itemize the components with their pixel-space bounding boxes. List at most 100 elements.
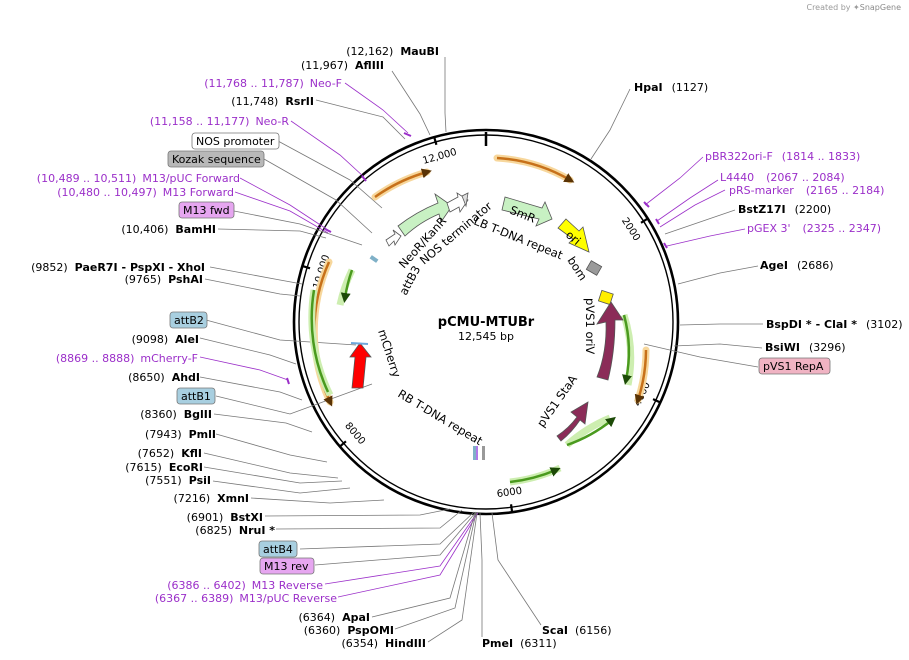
leader-alei	[199, 337, 297, 365]
site-scai: ScaI(6156)	[542, 624, 612, 637]
leader-bsiwi	[673, 343, 763, 349]
tick-mark	[640, 217, 650, 224]
feature-bom: bom	[564, 254, 590, 283]
leader-kfli	[203, 452, 339, 479]
rb-tdna-mark-blue	[473, 446, 476, 460]
mark-pgex	[663, 242, 668, 249]
attb3-mark	[369, 255, 379, 263]
leader-pmei	[479, 512, 483, 637]
box-attb2: attB2	[174, 314, 204, 327]
snapgene-logo-icon: ✦	[853, 3, 860, 12]
site-hindiii: (6354)HindIII	[341, 637, 426, 650]
leader-hindiii	[427, 512, 478, 643]
tick-mark	[338, 440, 347, 448]
tick-label: 6000	[496, 486, 523, 500]
leader-kozak	[263, 158, 373, 234]
arc-green-left-core	[340, 269, 354, 303]
leader-xmni	[250, 497, 385, 504]
site-afliii: (11,967)AflIII	[301, 59, 384, 72]
arc-orange-right	[493, 154, 574, 184]
site-rsrii: (11,748)RsrII	[231, 95, 314, 108]
box-kozak: Kozak sequence	[172, 153, 261, 166]
leader-scai	[491, 512, 542, 626]
plasmid-name: pCMU-MTUBr	[438, 315, 535, 330]
leader-bstz17i	[664, 209, 736, 235]
leader-pshai	[204, 278, 301, 297]
mcherry-arrow	[349, 342, 372, 389]
lb-tdna-marker	[461, 192, 469, 208]
tick-label: 2000	[619, 216, 642, 243]
primer-neo-f: (11,768 .. 11,787)Neo-F	[204, 77, 342, 90]
box-attb2-bg	[169, 311, 208, 329]
leader-psii	[212, 480, 351, 494]
site-paer7i: (9852)PaeR7I- PspXI - XhoI	[31, 261, 205, 274]
site-bspdi-clai: BspDI *- ClaI *(3102)	[766, 318, 903, 331]
box-nos-promoter-bg	[191, 132, 280, 150]
tick-mark	[652, 398, 662, 404]
site-hpai: HpaI(1127)	[634, 81, 708, 94]
leader-hpai	[590, 88, 631, 160]
arc-green-bottom-core	[509, 467, 561, 484]
green-arcs	[308, 268, 635, 486]
primer-m13-forward: (10,480 .. 10,497)M13 Forward	[57, 186, 234, 199]
leader-bamhi	[217, 228, 327, 239]
leader-bspdi	[679, 323, 763, 326]
leader-m13-puc-reverse	[337, 512, 479, 598]
leader-bglii	[213, 413, 313, 433]
arc-green-left-long-core	[310, 289, 330, 393]
bom-box	[585, 260, 603, 276]
pvs1-orange-box	[597, 289, 614, 306]
arc-orange-top-core	[374, 168, 432, 199]
box-attb1-bg	[176, 387, 216, 405]
leader-m13-forward	[234, 191, 329, 234]
site-psii: (7551)PsiI	[145, 474, 211, 487]
leader-l4440	[656, 179, 719, 222]
leader-apai	[371, 512, 476, 618]
primer-l4440: L4440(2067 .. 2084)	[720, 171, 845, 184]
arc-orange-top	[371, 168, 431, 201]
nos-terminator-arrow	[385, 229, 402, 247]
tick-mark	[432, 135, 438, 146]
feature-attb3: attB3	[396, 263, 423, 297]
credit-brand: SnapGene	[859, 3, 901, 12]
box-m13-rev: M13 rev	[264, 560, 309, 573]
site-pshai: (9765)PshAI	[125, 273, 203, 286]
leader-m13-fwd-box	[233, 210, 363, 246]
mark-neo-r	[361, 175, 367, 182]
rb-tdna-mark-purple	[476, 446, 478, 460]
site-apai: (6364)ApaI	[299, 611, 370, 624]
pvs1-staa-arrow	[556, 401, 589, 442]
box-attb1: attB1	[181, 390, 211, 403]
mark-mcherry-f	[286, 377, 290, 385]
arc-green-right-core	[622, 314, 632, 385]
arc-green-bottom-right-core	[566, 416, 616, 447]
site-nrui: (6825)NruI *	[195, 524, 275, 537]
leader-pbr322ori-f	[644, 156, 704, 206]
primer-m13-puc-forward: (10,489 .. 10,511)M13/pUC Forward	[37, 172, 240, 185]
leader-ahdi	[199, 376, 303, 401]
box-pvs1-repa: pVS1 RepA	[763, 360, 824, 373]
tick-mark	[509, 504, 514, 514]
site-xmni: (7216)XmnI	[174, 492, 249, 505]
mark-pbr322	[643, 201, 650, 208]
site-bstxi: (6901)BstXI	[187, 511, 263, 524]
primer-marks	[286, 132, 668, 385]
primer-pgex3: pGEX 3'(2325 .. 2347)	[747, 222, 881, 235]
leader-pvs1-repa	[643, 343, 759, 368]
leader-pspomi	[394, 512, 477, 630]
site-bamhi: (10,406)BamHI	[121, 223, 216, 236]
primer-neo-r: (11,158 .. 11,177)Neo-R	[150, 115, 289, 128]
site-bsiwi: BsiWI(3296)	[765, 341, 846, 354]
leader-attb1	[215, 383, 373, 415]
box-attb4: attB4	[263, 543, 293, 556]
left-site-labels: (12,162)MauBI (11,967)AflIII (11,768 .. …	[31, 45, 439, 650]
leader-lines	[199, 57, 763, 643]
pvs1-oriv-arrow	[596, 301, 624, 381]
leader-neo-r	[290, 120, 365, 178]
leader-pgex3	[666, 228, 746, 247]
feature-pvs1-staa: pVS1 StaA	[534, 372, 580, 429]
site-agei: AgeI(2686)	[760, 259, 834, 272]
site-alei: (9098)AleI	[132, 333, 199, 346]
arc-orange-right-core	[496, 156, 575, 183]
